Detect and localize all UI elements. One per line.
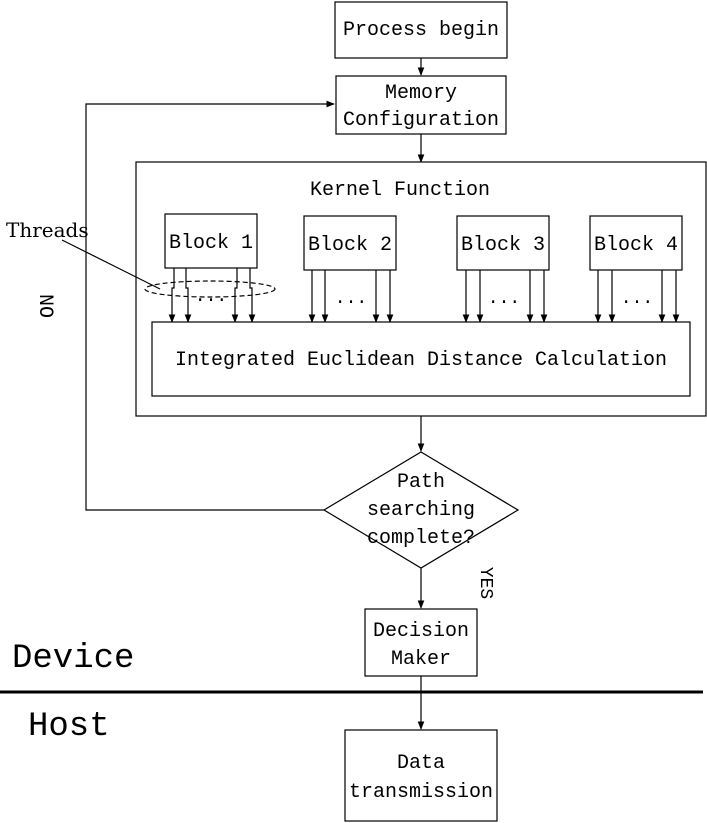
block-4-label: Block 4 bbox=[594, 234, 678, 257]
block-3-thread-arrows bbox=[462, 270, 548, 323]
no-label: NO bbox=[33, 294, 56, 318]
block-4-ellipsis: ... bbox=[621, 289, 653, 309]
data-transmission-line2: transmission bbox=[349, 781, 493, 804]
block-2-thread-arrows bbox=[308, 270, 394, 323]
decision-line1: Path bbox=[397, 471, 445, 494]
block-1-thread-arrows bbox=[168, 268, 256, 323]
block-3-label: Block 3 bbox=[461, 234, 545, 257]
memory-configuration-line2: Configuration bbox=[343, 109, 499, 132]
kernel-function-title: Kernel Function bbox=[310, 179, 490, 202]
memory-configuration-line1: Memory bbox=[385, 82, 457, 105]
threads-ellipse bbox=[144, 280, 276, 298]
block-4-thread-arrows bbox=[594, 270, 680, 323]
process-begin-box bbox=[334, 1, 508, 59]
integrated-calculation-box bbox=[151, 321, 691, 397]
block-2-label: Block 2 bbox=[308, 234, 392, 257]
block-2-ellipsis: ... bbox=[335, 289, 367, 309]
host-label: Host bbox=[28, 708, 110, 746]
process-begin-text: Process begin bbox=[343, 19, 499, 42]
decision-line3: complete? bbox=[367, 527, 475, 550]
no-loop-line bbox=[85, 100, 335, 511]
block-3-ellipsis: ... bbox=[488, 289, 520, 309]
threads-label: Threads bbox=[6, 218, 89, 242]
block-4-box bbox=[589, 215, 683, 271]
block-1-label: Block 1 bbox=[169, 232, 253, 255]
threads-pointer-line bbox=[61, 239, 161, 290]
block-1-box bbox=[164, 213, 258, 269]
decision-maker-line2: Maker bbox=[391, 648, 451, 671]
device-label: Device bbox=[12, 640, 134, 678]
memory-configuration-box bbox=[335, 75, 507, 135]
data-transmission-line1: Data bbox=[397, 752, 445, 775]
block-3-box bbox=[456, 215, 550, 271]
block-2-box bbox=[303, 215, 397, 271]
data-transmission-box bbox=[344, 729, 498, 822]
decision-maker-line1: Decision bbox=[373, 620, 469, 643]
decision-maker-box bbox=[364, 608, 478, 677]
integrated-calculation-text: Integrated Euclidean Distance Calculatio… bbox=[175, 349, 667, 372]
decision-line2: searching bbox=[367, 499, 475, 522]
yes-label: YES bbox=[475, 567, 495, 599]
